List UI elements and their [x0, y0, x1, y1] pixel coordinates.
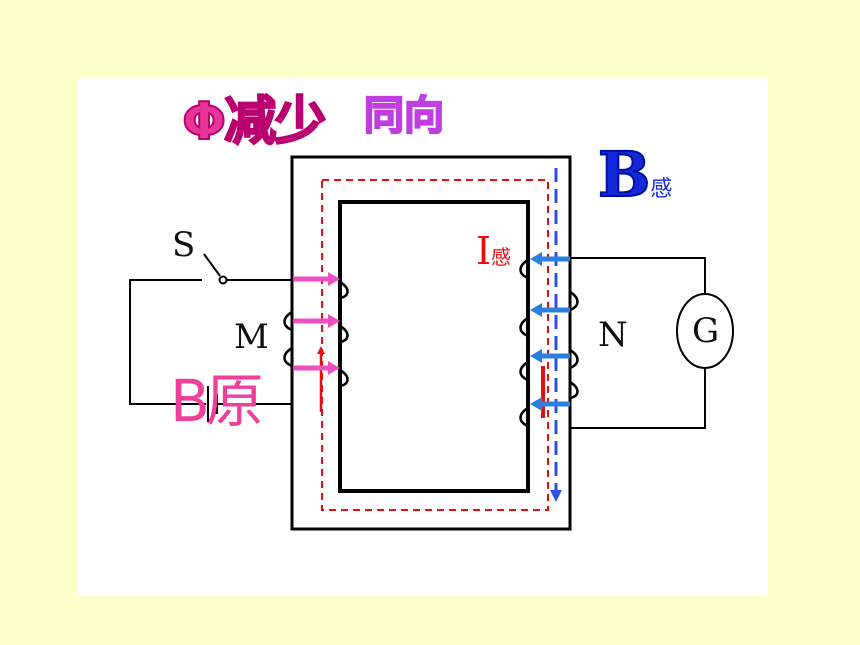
induced-field-subscript: 感 — [650, 177, 673, 202]
switch-label: S — [172, 225, 196, 265]
diagram-panel: Φ减少 同向 B感 I感 B原 S M N G — [78, 78, 768, 596]
induced-field-arrows — [530, 252, 570, 411]
primary-field-arrow-3-head — [328, 361, 340, 375]
secondary-coil — [519, 258, 579, 428]
induced-current-symbol: I — [476, 229, 492, 273]
flux-loop — [321, 179, 549, 511]
flux-change-title: Φ减少 — [181, 95, 327, 149]
primary-field-arrow-2-head — [328, 314, 340, 328]
primary-field-arrow-1-head — [328, 272, 340, 286]
induced-current-subscript: 感 — [491, 245, 512, 269]
galvanometer — [676, 293, 734, 369]
galvanometer-label: G — [692, 311, 720, 351]
induced-field-arrow-1-head — [530, 252, 542, 266]
induced-field-arrow-3-head — [530, 349, 542, 363]
primary-field-arrows — [294, 272, 340, 375]
induced-field-arrow-4-head — [530, 397, 542, 411]
primary-coil — [283, 280, 349, 388]
induced-current-label: I感 — [476, 232, 511, 270]
same-direction-note: 同向 — [363, 93, 445, 139]
secondary-circuit — [570, 257, 706, 429]
phi-symbol: Φ — [181, 92, 227, 152]
induced-field-label: B感 — [597, 143, 673, 207]
secondary-coil-label: N — [598, 315, 628, 355]
induced-field-arrow-2-head — [530, 303, 542, 317]
primary-coil-label: M — [234, 317, 269, 357]
induced-field-symbol: B — [597, 138, 651, 211]
transformer-diagram — [129, 155, 734, 531]
iron-core — [290, 155, 572, 531]
primary-circuit — [129, 253, 292, 422]
primary-field-label: B原 — [170, 367, 264, 435]
flux-change-text: 减少 — [223, 92, 327, 152]
